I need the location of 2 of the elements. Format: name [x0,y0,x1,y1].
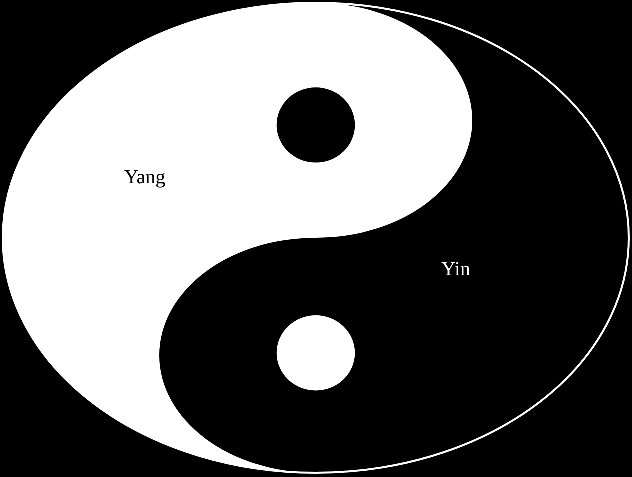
region-label: Yin [442,258,470,282]
region-label: Yang [124,166,166,190]
